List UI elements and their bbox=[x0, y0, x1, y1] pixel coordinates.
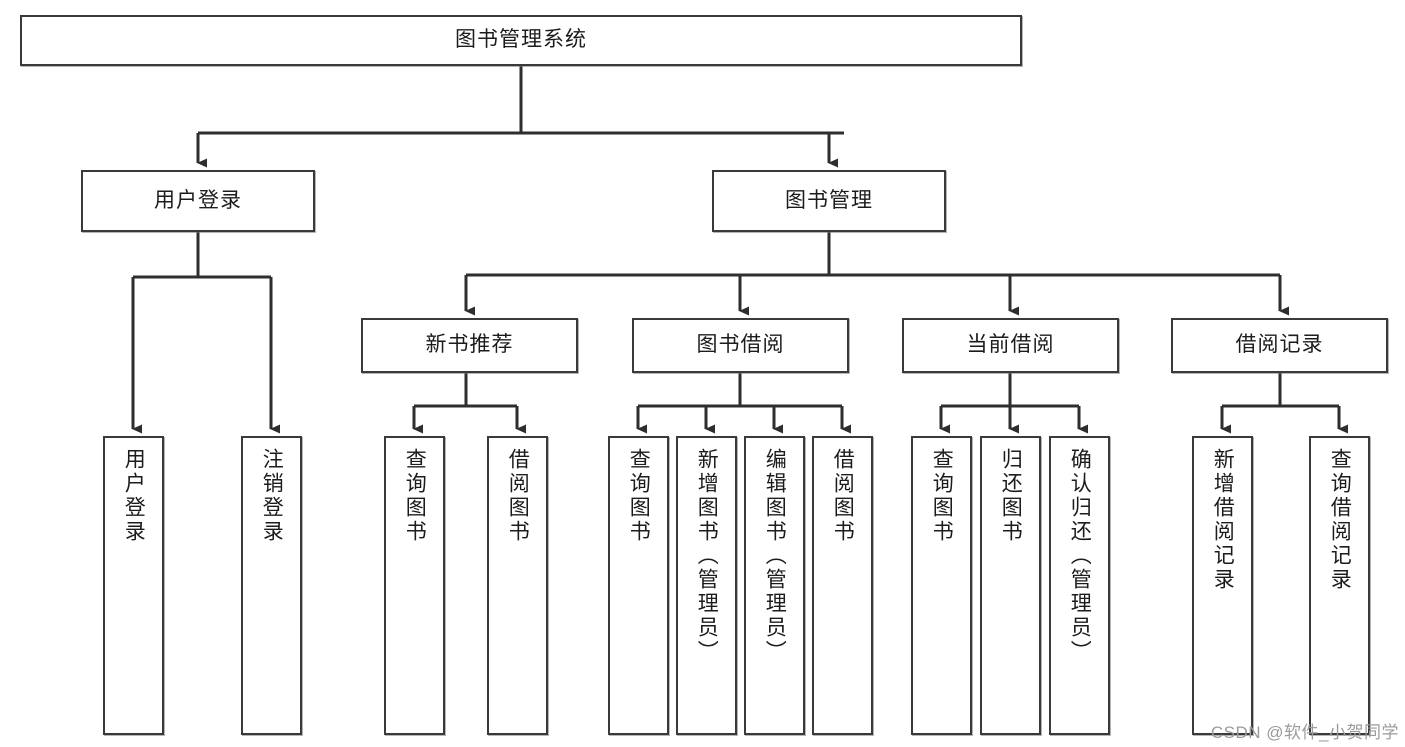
leaf-query-book-1-label: 查询图书 bbox=[403, 448, 427, 544]
node-current-borrow[interactable]: 当前借阅 bbox=[902, 318, 1119, 373]
leaf-return-book[interactable]: 归还图书 bbox=[980, 436, 1041, 735]
leaf-add-book[interactable]: 新增图书（管理员） bbox=[676, 436, 737, 735]
node-root-label: 图书管理系统 bbox=[455, 28, 587, 52]
leaf-user-logout-label: 注销登录 bbox=[260, 448, 284, 544]
leaf-borrow-book-1-label: 借阅图书 bbox=[506, 448, 530, 544]
leaf-user-logout[interactable]: 注销登录 bbox=[241, 436, 302, 735]
node-book-manage[interactable]: 图书管理 bbox=[712, 170, 946, 232]
leaf-add-record-label: 新增借阅记录 bbox=[1211, 448, 1235, 592]
node-new-book-rec[interactable]: 新书推荐 bbox=[361, 318, 578, 373]
leaf-query-book-3-label: 查询图书 bbox=[930, 448, 954, 544]
node-book-borrow-label: 图书借阅 bbox=[696, 333, 785, 357]
node-current-borrow-label: 当前借阅 bbox=[966, 333, 1055, 357]
leaf-user-login-label: 用户登录 bbox=[122, 448, 146, 544]
leaf-query-record-label: 查询借阅记录 bbox=[1328, 448, 1352, 592]
leaf-borrow-book-1[interactable]: 借阅图书 bbox=[487, 436, 548, 735]
node-new-book-rec-label: 新书推荐 bbox=[425, 333, 514, 357]
leaf-query-record[interactable]: 查询借阅记录 bbox=[1309, 436, 1370, 735]
node-root[interactable]: 图书管理系统 bbox=[20, 15, 1022, 66]
leaf-query-book-3[interactable]: 查询图书 bbox=[911, 436, 972, 735]
watermark: CSDN @软件_小贺同学 bbox=[1210, 723, 1399, 742]
node-user-login[interactable]: 用户登录 bbox=[81, 170, 315, 232]
leaf-query-book-2[interactable]: 查询图书 bbox=[608, 436, 669, 735]
leaf-add-book-label: 新增图书（管理员） bbox=[695, 448, 719, 664]
leaf-edit-book[interactable]: 编辑图书（管理员） bbox=[744, 436, 805, 735]
leaf-query-book-2-label: 查询图书 bbox=[627, 448, 651, 544]
leaf-confirm-return[interactable]: 确认归还（管理员） bbox=[1049, 436, 1110, 735]
node-book-manage-label: 图书管理 bbox=[785, 188, 873, 212]
leaf-borrow-book-2[interactable]: 借阅图书 bbox=[812, 436, 873, 735]
leaf-borrow-book-2-label: 借阅图书 bbox=[831, 448, 855, 544]
node-borrow-record[interactable]: 借阅记录 bbox=[1171, 318, 1388, 373]
leaf-return-book-label: 归还图书 bbox=[999, 448, 1023, 544]
leaf-user-login[interactable]: 用户登录 bbox=[103, 436, 164, 735]
node-borrow-record-label: 借阅记录 bbox=[1235, 333, 1324, 357]
leaf-query-book-1[interactable]: 查询图书 bbox=[384, 436, 445, 735]
node-user-login-label: 用户登录 bbox=[154, 188, 242, 212]
leaf-add-record[interactable]: 新增借阅记录 bbox=[1192, 436, 1253, 735]
node-book-borrow[interactable]: 图书借阅 bbox=[632, 318, 849, 373]
leaf-confirm-return-label: 确认归还（管理员） bbox=[1068, 448, 1092, 664]
leaf-edit-book-label: 编辑图书（管理员） bbox=[763, 448, 787, 664]
